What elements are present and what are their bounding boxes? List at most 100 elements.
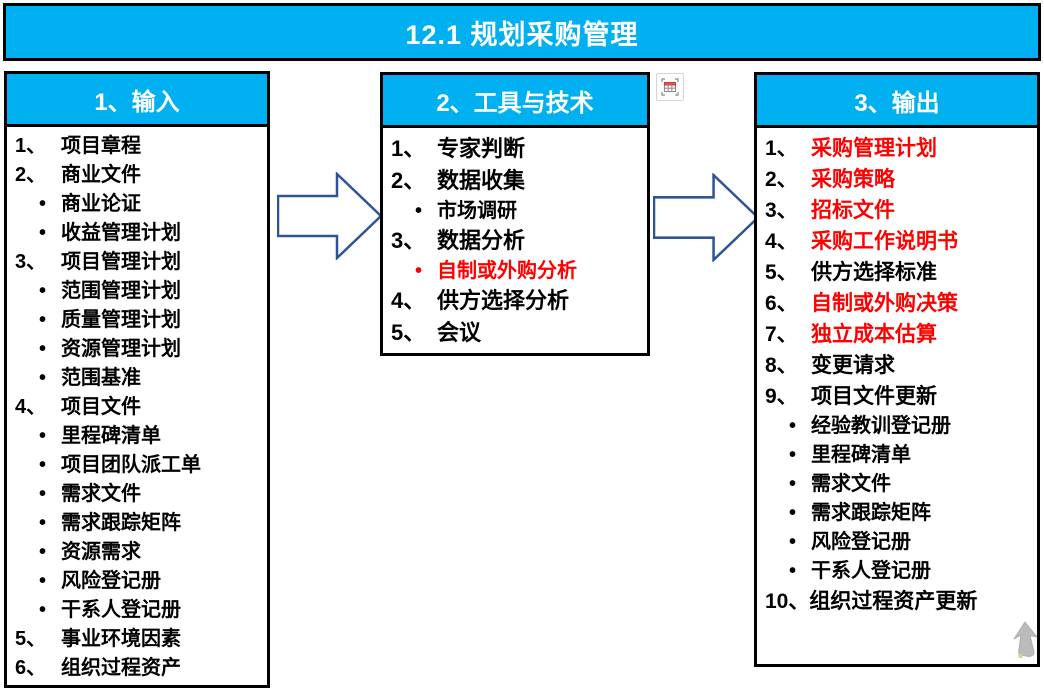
list-subitem: • 经验教训登记册 xyxy=(765,412,1031,441)
bullet: • xyxy=(39,512,47,534)
outputs-header: 3、输出 xyxy=(757,75,1037,128)
item-text: 市场调研 xyxy=(437,200,517,222)
item-number: 10、 xyxy=(765,590,810,613)
list-subitem: •市场调研 xyxy=(391,197,641,225)
item-text: 资源管理计划 xyxy=(61,338,181,360)
item-number: 9、 xyxy=(765,385,798,408)
item-number: 2、 xyxy=(765,168,798,191)
item-text: 数据分析 xyxy=(437,228,526,253)
item-number: 8、 xyxy=(765,354,798,377)
list-item: 9、项目文件更新 xyxy=(765,381,1031,412)
list-subitem: •干系人登记册 xyxy=(15,596,261,625)
item-text: 项目团队派工单 xyxy=(61,454,201,476)
item-text: 组织过程资产 xyxy=(61,657,181,679)
bullet: • xyxy=(789,502,797,524)
list-subitem: • 收益管理计划 xyxy=(15,219,261,248)
mouse-cursor-icon xyxy=(1013,621,1038,658)
item-text: 风险登记册 xyxy=(811,531,911,553)
item-number: 6、 xyxy=(765,292,798,315)
list-item: 6、组织过程资产 xyxy=(15,654,261,683)
list-subitem: • 项目团队派工单 xyxy=(15,451,261,480)
list-subitem: •风险登记册 xyxy=(15,567,261,596)
list-subitem: • 资源管理计划 xyxy=(15,335,261,364)
bullet: • xyxy=(789,560,797,582)
bullet: • xyxy=(789,415,797,437)
list-subitem: •需求文件 xyxy=(765,470,1031,499)
list-subitem: •资源需求 xyxy=(15,538,261,567)
list-item: 2、数据收集 xyxy=(391,165,641,197)
item-number: 6、 xyxy=(15,657,47,679)
item-text: 商业文件 xyxy=(61,164,141,186)
item-text: 范围管理计划 xyxy=(61,280,181,302)
arrow-inputs-to-tools-icon xyxy=(277,172,383,260)
list-subitem: •里程碑清单 xyxy=(765,441,1031,470)
item-text: 数据收集 xyxy=(437,168,526,193)
table-capture-button[interactable] xyxy=(656,73,684,101)
item-text: 采购管理计划 xyxy=(811,137,937,160)
bullet: • xyxy=(39,222,47,244)
list-item: 5、供方选择标准 xyxy=(765,257,1031,288)
bullet: • xyxy=(789,473,797,495)
list-subitem: • 范围管理计划 xyxy=(15,277,261,306)
list-item: 1、专家判断 xyxy=(391,133,641,165)
list-subitem: • 需求跟踪矩阵 xyxy=(15,509,261,538)
item-text: 里程碑清单 xyxy=(61,425,161,447)
item-text: 采购策略 xyxy=(811,168,895,191)
item-number: 1、 xyxy=(765,137,798,160)
bullet: • xyxy=(39,338,47,360)
bullet: • xyxy=(39,454,47,476)
item-text: 项目文件 xyxy=(61,396,141,418)
list-item: 5、会议 xyxy=(391,317,641,349)
list-item: 3、数据分析 xyxy=(391,225,641,257)
bullet: • xyxy=(39,280,47,302)
list-item: 8、变更请求 xyxy=(765,350,1031,381)
item-number: 4、 xyxy=(391,288,426,313)
item-number: 1、 xyxy=(391,136,426,161)
item-text: 需求跟踪矩阵 xyxy=(811,502,931,524)
item-number: 4、 xyxy=(15,396,47,418)
item-text: 需求跟踪矩阵 xyxy=(61,512,181,534)
list-item: 2、商业文件 xyxy=(15,161,261,190)
item-text: 商业论证 xyxy=(61,193,141,215)
item-number: 3、 xyxy=(15,251,47,273)
bullet: • xyxy=(39,570,47,592)
list-item: 1、项目章程 xyxy=(15,132,261,161)
bullet: • xyxy=(789,444,797,466)
tools-header-label: 2、工具与技术 xyxy=(436,89,594,117)
item-text: 需求文件 xyxy=(61,483,141,505)
list-subitem: •里程碑清单 xyxy=(15,422,261,451)
item-text: 组织过程资产更新 xyxy=(809,590,978,613)
inputs-header-label: 1、输入 xyxy=(94,88,180,116)
item-number: 1、 xyxy=(15,135,47,157)
list-item: 1、采购管理计划 xyxy=(765,133,1031,164)
bullet: • xyxy=(39,309,47,331)
item-text: 经验教训登记册 xyxy=(811,415,951,437)
list-subitem: •干系人登记册 xyxy=(765,557,1031,586)
list-item: 10、组织过程资产更新 xyxy=(765,586,1031,617)
list-item: 4、供方选择分析 xyxy=(391,285,641,317)
process-title-bar: 12.1 规划采购管理 xyxy=(3,3,1041,61)
list-subitem: • 质量管理计划 xyxy=(15,306,261,335)
list-subitem: •风险登记册 xyxy=(765,528,1031,557)
tools-header: 2、工具与技术 xyxy=(383,75,647,128)
list-subitem: •需求文件 xyxy=(15,480,261,509)
list-item: 4、项目文件 xyxy=(15,393,261,422)
item-number: 5、 xyxy=(765,261,798,284)
item-text: 范围基准 xyxy=(61,367,141,389)
item-text: 收益管理计划 xyxy=(61,222,181,244)
list-item: 3、项目管理计划 xyxy=(15,248,261,277)
list-item: 2、采购策略 xyxy=(765,164,1031,195)
table-capture-icon xyxy=(661,78,679,96)
item-text: 供方选择标准 xyxy=(811,261,937,284)
list-subitem: •范围基准 xyxy=(15,364,261,393)
item-text: 质量管理计划 xyxy=(61,309,181,331)
item-text: 干系人登记册 xyxy=(61,599,181,621)
list-item: 6、自制或外购决策 xyxy=(765,288,1031,319)
list-item: 4、采购工作说明书 xyxy=(765,226,1031,257)
outputs-header-label: 3、输出 xyxy=(854,89,940,117)
